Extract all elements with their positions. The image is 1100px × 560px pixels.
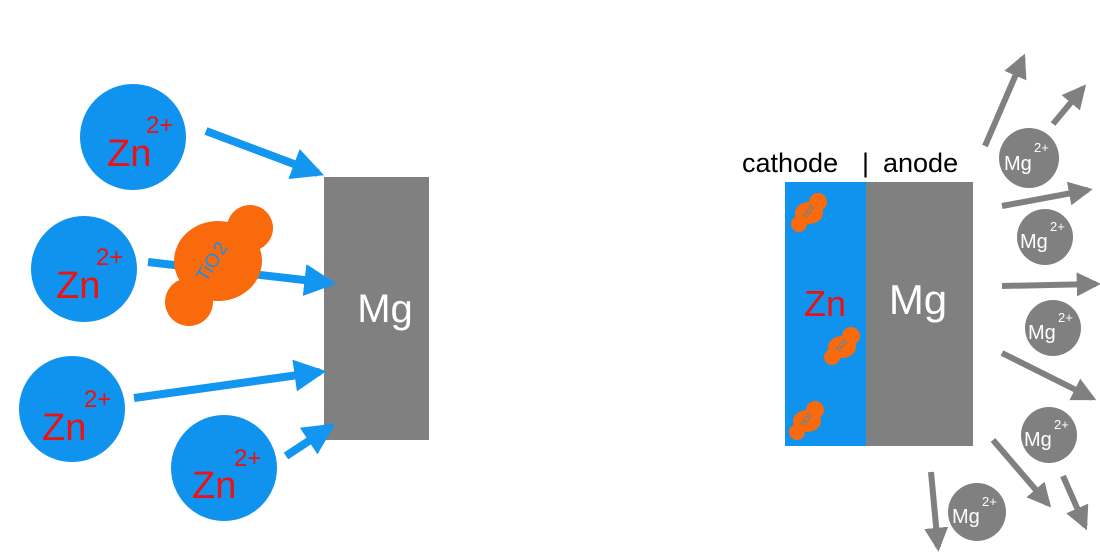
mg-arrow-4 (1001, 272, 1100, 297)
header-cathode-label: cathode (742, 148, 838, 178)
tio2-particle-small-2: TiO2 (824, 327, 860, 365)
svg-text:2+: 2+ (146, 112, 173, 139)
mg-ion-3: Mg 2+ (1025, 300, 1081, 356)
tio2-particle-large: TiO2 (165, 205, 273, 326)
svg-text:Mg: Mg (1024, 429, 1052, 451)
zn-label-right: Zn (804, 283, 846, 324)
svg-text:2+: 2+ (1058, 310, 1073, 325)
mg-arrow-1 (982, 53, 1027, 148)
svg-text:Zn: Zn (107, 133, 151, 175)
mg-block-left (324, 177, 429, 440)
mg-arrow-7 (1060, 474, 1089, 531)
svg-text:2+: 2+ (1054, 417, 1069, 432)
svg-text:Mg: Mg (952, 506, 980, 528)
mg-label-left: Mg (357, 287, 413, 331)
svg-text:2+: 2+ (1050, 219, 1065, 234)
zn-ion-1: Zn 2+ (80, 84, 186, 190)
mg-arrow-5 (1000, 350, 1097, 401)
svg-text:2+: 2+ (96, 244, 123, 271)
mg-arrow-6 (990, 438, 1052, 508)
mg-ion-4: Mg 2+ (1021, 407, 1077, 463)
zn-ion-3: Zn 2+ (19, 356, 125, 462)
svg-text:Mg: Mg (1004, 153, 1032, 175)
header-anode-label: anode (883, 148, 958, 178)
right-panel: cathode | anode Zn Mg TiO2 TiO2 TiO2 (742, 53, 1100, 552)
svg-text:2+: 2+ (234, 445, 261, 472)
svg-text:Mg: Mg (1020, 231, 1048, 253)
mg-arrow-3 (1001, 181, 1093, 209)
zn-arrow-4 (283, 423, 336, 460)
mg-label-right: Mg (889, 276, 947, 323)
svg-text:Zn: Zn (56, 265, 100, 307)
mg-ion-2: Mg 2+ (1017, 209, 1073, 265)
mg-ion-1: Mg 2+ (999, 128, 1059, 188)
svg-text:Zn: Zn (192, 465, 236, 507)
zn-arrow-1 (204, 127, 324, 179)
tio2-particle-small-1: TiO2 (791, 193, 827, 232)
svg-text:2+: 2+ (1034, 140, 1049, 155)
svg-text:Mg: Mg (1028, 322, 1056, 344)
mg-ion-5: Mg 2+ (948, 483, 1006, 541)
zn-arrow-3 (133, 359, 327, 402)
svg-text:2+: 2+ (84, 386, 111, 413)
header-separator: | (862, 148, 869, 178)
zn-ion-2: Zn 2+ (31, 216, 137, 322)
zn-ion-4: Zn 2+ (171, 415, 277, 521)
mg-arrow-8 (924, 471, 949, 552)
left-panel: Mg Zn 2+ Zn 2+ Zn 2+ Zn 2+ (19, 84, 429, 521)
mg-arrow-2 (1050, 84, 1087, 126)
tio2-particle-small-3: TiO2 (789, 401, 824, 440)
svg-text:Zn: Zn (42, 407, 86, 449)
svg-text:2+: 2+ (982, 494, 997, 509)
mg-anode-block (866, 182, 973, 446)
